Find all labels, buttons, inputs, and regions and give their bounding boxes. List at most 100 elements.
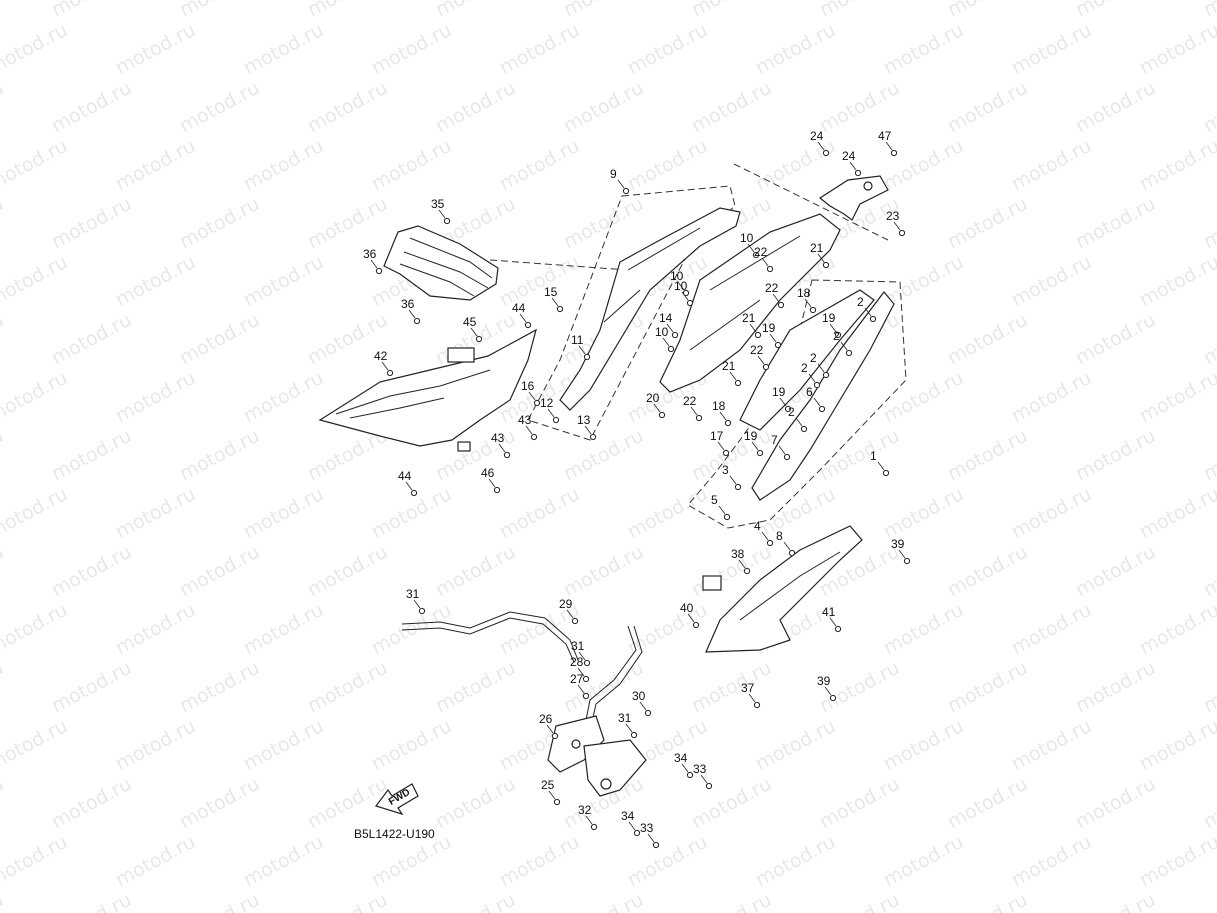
part-29-hose xyxy=(401,611,579,663)
callout-7: 7 xyxy=(771,433,791,461)
callout-leader xyxy=(681,763,689,773)
callout-number: 15 xyxy=(544,285,558,299)
callout-44: 44 xyxy=(398,469,418,497)
callout-leader xyxy=(719,411,727,421)
callout-10: 10 xyxy=(674,279,694,307)
callout-30: 30 xyxy=(632,689,652,717)
callout-21: 21 xyxy=(742,311,762,339)
callout-16: 16 xyxy=(521,379,541,407)
callout-number: 6 xyxy=(806,385,813,399)
callout-43: 43 xyxy=(518,413,538,441)
callout-24: 24 xyxy=(842,149,862,177)
callout-number: 34 xyxy=(674,751,688,765)
fastener-marker xyxy=(854,169,862,177)
callout-leader xyxy=(547,408,555,418)
fastener-marker xyxy=(475,335,483,343)
callout-number: 4 xyxy=(754,519,761,533)
callout-number: 31 xyxy=(571,639,585,653)
callout-leader xyxy=(625,723,633,733)
callout-number: 12 xyxy=(540,396,554,410)
callout-9: 9 xyxy=(610,167,630,195)
callout-number: 10 xyxy=(670,269,684,283)
callout-leader xyxy=(783,541,791,551)
callout-leader xyxy=(877,461,885,471)
callout-18: 18 xyxy=(712,399,732,427)
callout-leader xyxy=(690,406,698,416)
callout-27: 27 xyxy=(570,672,590,700)
callout-leader xyxy=(749,323,757,333)
fastener-marker xyxy=(524,321,532,329)
callout-leader xyxy=(548,790,556,800)
callout-number: 2 xyxy=(801,361,808,375)
fastener-marker xyxy=(503,451,511,459)
callout-leader xyxy=(840,341,848,351)
callout-leader xyxy=(639,701,647,711)
callout-number: 24 xyxy=(842,149,856,163)
callout-2: 2 xyxy=(833,329,853,357)
callout-31: 31 xyxy=(571,639,591,667)
callout-leader xyxy=(829,617,837,627)
fastener-marker xyxy=(583,353,591,361)
callout-leader xyxy=(381,361,389,371)
callout-leader xyxy=(584,425,592,435)
callout-21: 21 xyxy=(722,359,742,387)
callout-10: 10 xyxy=(655,325,675,353)
fastener-marker xyxy=(734,379,742,387)
callout-25: 25 xyxy=(541,778,561,806)
callout-leader xyxy=(817,253,825,263)
callout-number: 19 xyxy=(772,385,786,399)
callout-leader xyxy=(849,161,857,171)
fastener-marker xyxy=(774,341,782,349)
callout-number: 2 xyxy=(857,295,864,309)
fastener-marker xyxy=(413,317,421,325)
callout-number: 36 xyxy=(363,247,377,261)
callout-leader xyxy=(577,684,585,694)
fastener-marker xyxy=(777,301,785,309)
callout-leader xyxy=(751,441,759,451)
callout-number: 33 xyxy=(640,821,654,835)
callout-leader xyxy=(653,403,661,413)
callout-number: 39 xyxy=(891,537,905,551)
callout-number: 31 xyxy=(618,711,632,725)
callout-45: 45 xyxy=(463,315,483,343)
callout-number: 44 xyxy=(512,301,526,315)
callout-leader xyxy=(677,281,685,291)
callout-number: 10 xyxy=(740,231,754,245)
callout-number: 10 xyxy=(674,279,688,293)
callout-12: 12 xyxy=(540,396,560,424)
callout-42: 42 xyxy=(374,349,394,377)
callout-number: 3 xyxy=(722,463,729,477)
fastener-marker xyxy=(818,405,826,413)
fastener-marker xyxy=(756,449,764,457)
callout-number: 32 xyxy=(578,803,592,817)
fastener-marker xyxy=(533,399,541,407)
fastener-marker xyxy=(845,349,853,357)
fastener-marker xyxy=(724,419,732,427)
callout-number: 21 xyxy=(742,311,756,325)
callout-leader xyxy=(779,397,787,407)
callout-5: 5 xyxy=(711,493,731,521)
callout-number: 17 xyxy=(710,429,724,443)
callout-number: 28 xyxy=(570,655,584,669)
callout-37: 37 xyxy=(741,681,761,709)
callout-32: 32 xyxy=(578,803,598,831)
fastener-marker xyxy=(766,539,774,547)
callout-number: 22 xyxy=(750,343,764,357)
fastener-marker xyxy=(882,469,890,477)
fastener-marker xyxy=(783,453,791,461)
part-37-lower-cover xyxy=(702,525,863,653)
fastener-marker xyxy=(800,425,808,433)
callout-44: 44 xyxy=(512,301,532,329)
fastener-marker xyxy=(734,483,742,491)
callout-24: 24 xyxy=(810,129,830,157)
fastener-marker xyxy=(686,771,694,779)
callout-leader xyxy=(864,307,872,317)
callout-number: 19 xyxy=(744,429,758,443)
callout-number: 19 xyxy=(762,321,776,335)
callout-number: 23 xyxy=(886,209,900,223)
fastener-marker xyxy=(809,306,817,314)
callout-number: 21 xyxy=(810,241,824,255)
callout-number: 24 xyxy=(810,129,824,143)
callout-leader xyxy=(778,445,786,455)
callout-number: 45 xyxy=(463,315,477,329)
